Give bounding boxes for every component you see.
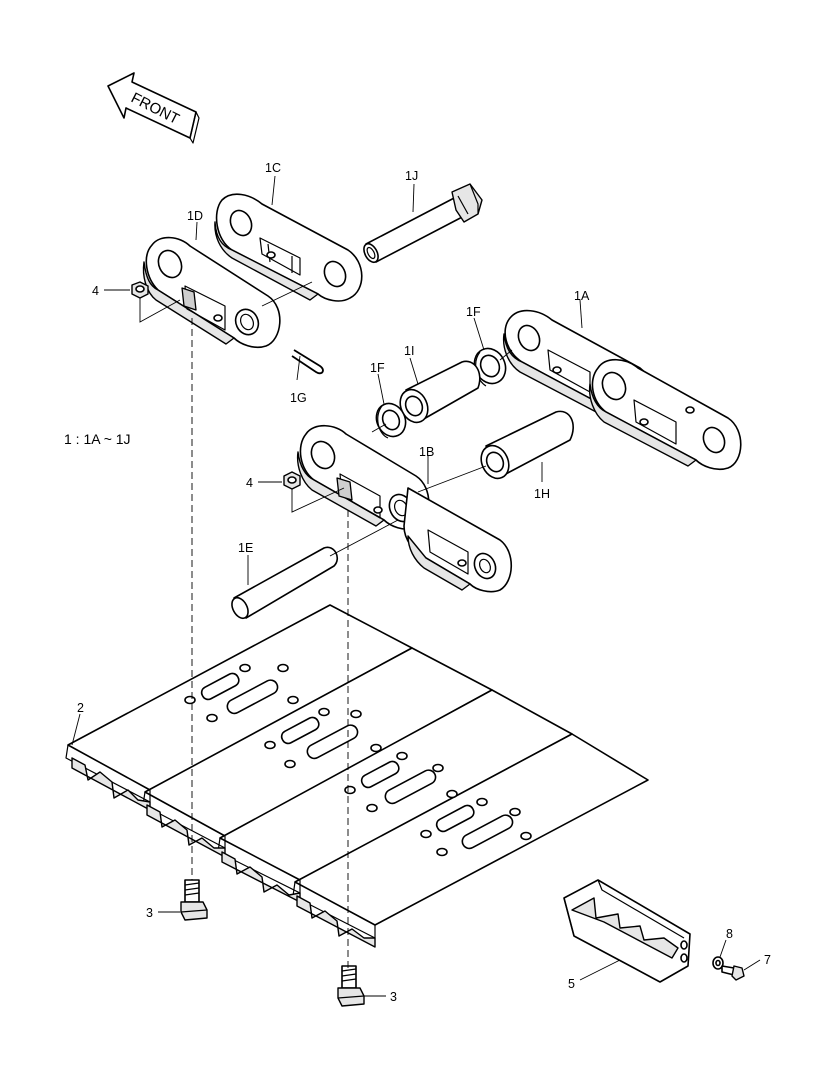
label-3-left: 3 bbox=[146, 906, 153, 920]
track-shoe-plates bbox=[65, 604, 649, 948]
bolt-7 bbox=[721, 965, 745, 981]
label-3-right: 3 bbox=[390, 990, 397, 1004]
washer-8 bbox=[712, 956, 724, 970]
bolt-3-right bbox=[337, 965, 365, 1007]
nut-4-lower bbox=[283, 471, 301, 490]
label-7: 7 bbox=[764, 953, 771, 967]
label-8: 8 bbox=[726, 927, 733, 941]
label-1C: 1C bbox=[265, 161, 281, 175]
link-1C bbox=[214, 193, 363, 302]
label-1D: 1D bbox=[187, 209, 203, 223]
label-1B: 1B bbox=[419, 445, 434, 459]
link-1D bbox=[142, 236, 281, 349]
label-1E: 1E bbox=[238, 541, 253, 555]
cotter-1G bbox=[291, 349, 324, 375]
guard-5 bbox=[563, 879, 691, 983]
leader-lines bbox=[71, 175, 761, 997]
label-1A: 1A bbox=[574, 289, 590, 303]
front-arrow: FRONT bbox=[107, 72, 200, 144]
label-5: 5 bbox=[568, 977, 575, 991]
label-1F-lower: 1F bbox=[370, 361, 385, 375]
label-1I: 1I bbox=[404, 344, 414, 358]
link-1B bbox=[403, 487, 512, 593]
seal-1F-lower bbox=[375, 402, 407, 439]
label-1H: 1H bbox=[534, 487, 550, 501]
pin-1J bbox=[363, 183, 483, 264]
pin-1E bbox=[231, 546, 339, 620]
nut-4-upper bbox=[131, 281, 149, 299]
label-1J: 1J bbox=[405, 169, 418, 183]
assembly-note: 1 : 1A ~ 1J bbox=[64, 431, 131, 447]
link-1A-front bbox=[588, 358, 742, 471]
part-labels: 1C 1J 1D 4 1G 1A 1F 1I 1F 1B 1H 4 1E 2 3… bbox=[77, 161, 771, 1004]
label-2: 2 bbox=[77, 701, 84, 715]
bushing-1I bbox=[399, 360, 481, 424]
shoe-bolt-holes bbox=[184, 663, 532, 857]
label-4-upper: 4 bbox=[92, 284, 99, 298]
label-4-lower: 4 bbox=[246, 476, 253, 490]
bolt-3-left bbox=[180, 879, 208, 921]
label-1F-upper: 1F bbox=[466, 305, 481, 319]
bushing-1H bbox=[480, 410, 574, 480]
label-1G: 1G bbox=[290, 391, 307, 405]
